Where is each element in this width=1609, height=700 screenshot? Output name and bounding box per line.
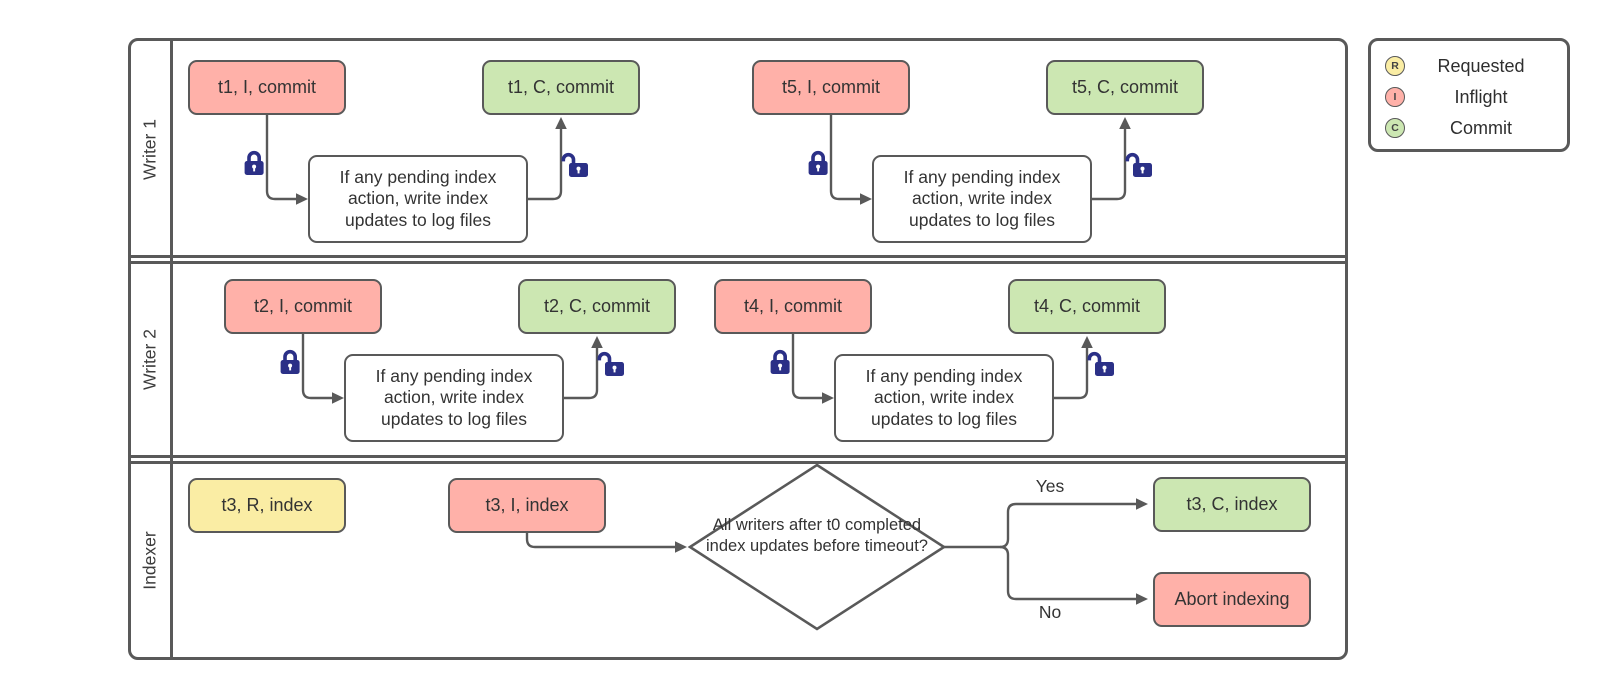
connector-process-to-t2-commit [564,347,599,400]
state-box-t4-inflight: t4, I, commit [714,279,872,334]
legend-row-inflight: I Inflight [1385,84,1557,110]
connector-t5-inflight-to-process [829,115,864,201]
arrowhead [296,193,308,205]
commit-chip-icon: C [1385,118,1405,138]
state-box-t1-commit: t1, C, commit [482,60,640,115]
arrowhead [1136,498,1148,510]
state-box-t4-commit: t4, C, commit [1008,279,1166,334]
legend-label: Inflight [1454,86,1508,107]
state-box-t2-inflight: t2, I, commit [224,279,382,334]
connector-t1-inflight-to-process [265,115,300,201]
lane-label-writer2: Writer 2 [139,329,160,390]
lock-closed-icon [242,150,266,177]
branch-label-no: No [1038,602,1062,622]
arrowhead [1119,117,1131,129]
connector-t2-inflight-to-process [301,334,336,400]
lane-label-divider [170,38,173,660]
connector-t4-inflight-to-process [791,334,826,400]
decision-diamond [687,463,947,631]
branch-label-yes: Yes [1035,476,1065,496]
lock-closed-icon [278,349,302,376]
lane-separator [128,455,1348,458]
lane-separator [128,255,1348,258]
arrowhead [675,541,687,553]
process-box: If any pending index action, write index… [308,155,528,243]
legend-row-commit: C Commit [1385,115,1557,141]
state-box-t1-inflight: t1, I, commit [188,60,346,115]
state-box-t3-requested: t3, R, index [188,478,346,533]
lane-separator [128,461,1348,464]
arrowhead [332,392,344,404]
abort-indexing-box: Abort indexing [1153,572,1311,627]
state-box-t3-inflight: t3, I, index [448,478,606,533]
lane-label-writer1: Writer 1 [139,119,160,180]
state-box-t3-commit: t3, C, index [1153,477,1311,532]
lock-closed-icon [806,150,830,177]
arrowhead [822,392,834,404]
connector-process-to-t5-commit [1092,128,1127,201]
lock-open-icon [597,351,626,378]
lane-label-indexer: Indexer [139,531,160,590]
legend-row-requested: R Requested [1385,53,1557,79]
lock-open-icon [1125,152,1154,179]
inflight-chip-icon: I [1385,87,1405,107]
requested-chip-icon: R [1385,56,1405,76]
decision-label: All writers after t0 completed index upd… [706,516,928,555]
arrowhead [1136,593,1148,605]
connector-process-to-t1-commit [528,128,563,201]
arrowhead [1081,336,1093,348]
process-box: If any pending index action, write index… [834,354,1054,442]
connector-t3-inflight-to-decision [525,533,676,549]
lock-closed-icon [768,349,792,376]
state-box-t5-commit: t5, C, commit [1046,60,1204,115]
connector-decision-no [999,545,1139,601]
legend-label: Requested [1437,55,1525,76]
state-box-t2-commit: t2, C, commit [518,279,676,334]
lock-open-icon [561,152,590,179]
legend-label: Commit [1450,117,1512,138]
process-box: If any pending index action, write index… [872,155,1092,243]
legend: R Requested I Inflight C Commit [1368,38,1570,152]
state-box-t5-inflight: t5, I, commit [752,60,910,115]
lock-open-icon [1087,351,1116,378]
arrowhead [860,193,872,205]
connector-decision-yes [944,502,1139,549]
connector-process-to-t4-commit [1054,347,1089,400]
lane-separator [128,261,1348,264]
process-box: If any pending index action, write index… [344,354,564,442]
arrowhead [555,117,567,129]
arrowhead [591,336,603,348]
